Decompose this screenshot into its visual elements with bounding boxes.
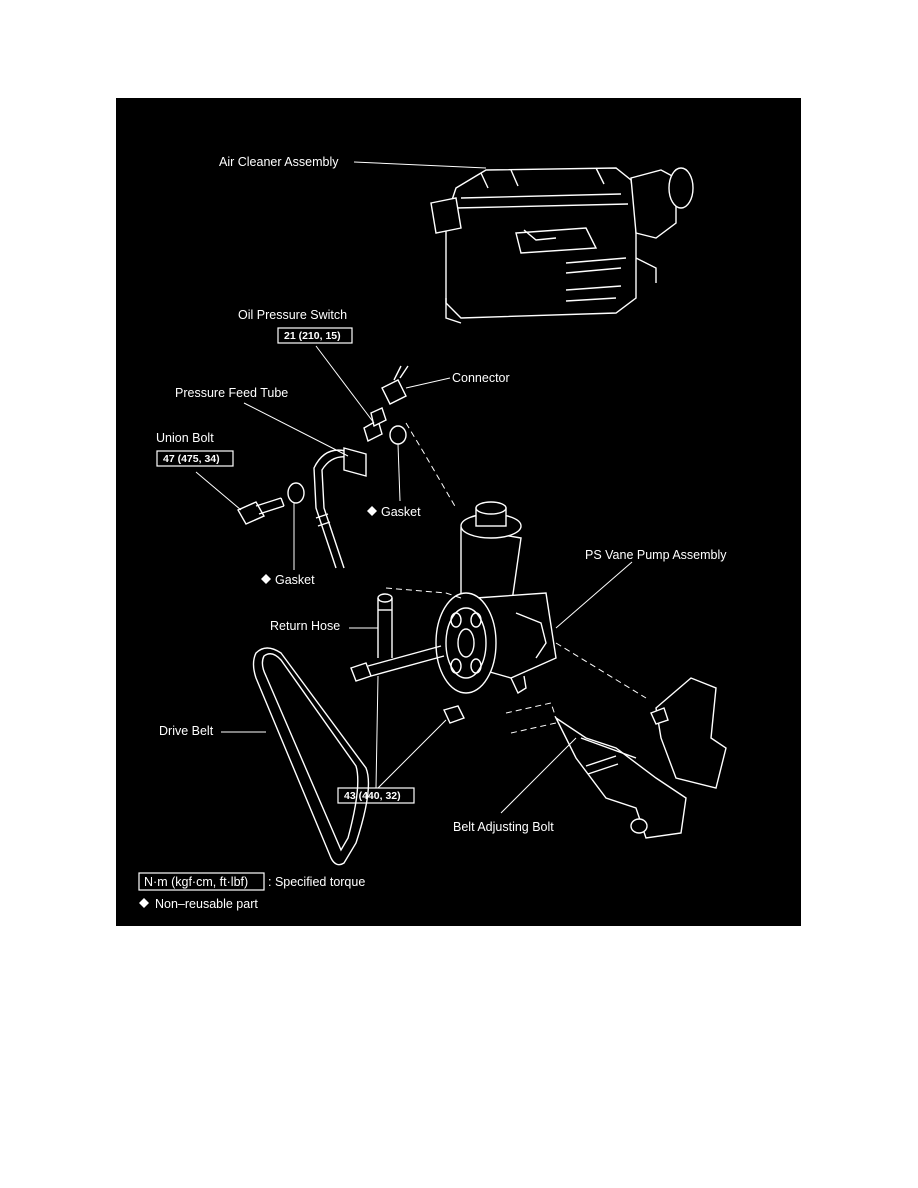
gasket-left-drawing (287, 482, 305, 504)
ps-vane-pump-drawing (435, 501, 557, 695)
label-connector: Connector (452, 371, 510, 385)
non-reusable-diamond-icon (367, 506, 377, 516)
alignment-line (405, 422, 457, 509)
leader-line (243, 402, 349, 457)
torque-box-oil-pressure-switch (277, 327, 353, 344)
pressure-feed-tube-drawing (313, 447, 367, 569)
alignment-line (505, 702, 557, 719)
label-air-cleaner-assembly: Air Cleaner Assembly (219, 155, 339, 169)
label-gasket-left: Gasket (275, 573, 315, 587)
label-drive-belt: Drive Belt (159, 724, 214, 738)
torque-union-bolt: 47 (475, 34) (163, 453, 220, 465)
label-return-hose: Return Hose (270, 619, 340, 633)
diagram-svg: Air Cleaner Assembly Oil Pressure Switch… (138, 155, 727, 911)
torque-box-union-bolt (156, 450, 234, 467)
label-union-bolt: Union Bolt (156, 431, 214, 445)
air-cleaner-drawing (430, 167, 694, 324)
legend-torque-box (138, 872, 265, 891)
pump-bolt-drawing (350, 645, 445, 682)
legend-torque-units: N·m (kgf·cm, ft·lbf) (144, 875, 248, 889)
label-oil-pressure-switch: Oil Pressure Switch (238, 308, 347, 322)
torque-box-pump-bolts (337, 787, 415, 804)
label-gasket-right: Gasket (381, 505, 421, 519)
leader-line (405, 377, 451, 389)
legend-diamond-icon (139, 898, 149, 908)
leader-line (195, 471, 242, 511)
non-reusable-diamond-icon (261, 574, 271, 584)
leader-line (555, 561, 633, 629)
diagram-panel: Air Cleaner Assembly Oil Pressure Switch… (116, 98, 801, 926)
legend-nonreusable: Non–reusable part (155, 897, 258, 911)
leader-line (397, 443, 401, 502)
alignment-line (510, 722, 557, 734)
leader-line (375, 675, 447, 789)
alignment-line (555, 642, 647, 699)
legend-torque-desc: : Specified torque (268, 875, 365, 889)
nut-drawing (443, 705, 465, 724)
bracket-drawing (554, 677, 727, 839)
leader-line (353, 161, 487, 169)
label-ps-vane-pump-assembly: PS Vane Pump Assembly (585, 548, 727, 562)
connector-drawing (381, 365, 409, 405)
union-bolt-drawing (237, 497, 285, 525)
return-hose-drawing (377, 593, 393, 658)
label-belt-adjusting-bolt: Belt Adjusting Bolt (453, 820, 554, 834)
gasket-right-drawing (389, 425, 407, 445)
oil-pressure-switch-drawing (363, 407, 387, 442)
alignment-line (385, 587, 462, 599)
torque-pump-bolts: 43 (440, 32) (344, 790, 401, 802)
torque-oil-pressure-switch: 21 (210, 15) (284, 330, 341, 342)
leader-line (500, 737, 577, 814)
drive-belt-drawing (252, 647, 370, 866)
leader-line (315, 345, 375, 424)
label-pressure-feed-tube: Pressure Feed Tube (175, 386, 288, 400)
